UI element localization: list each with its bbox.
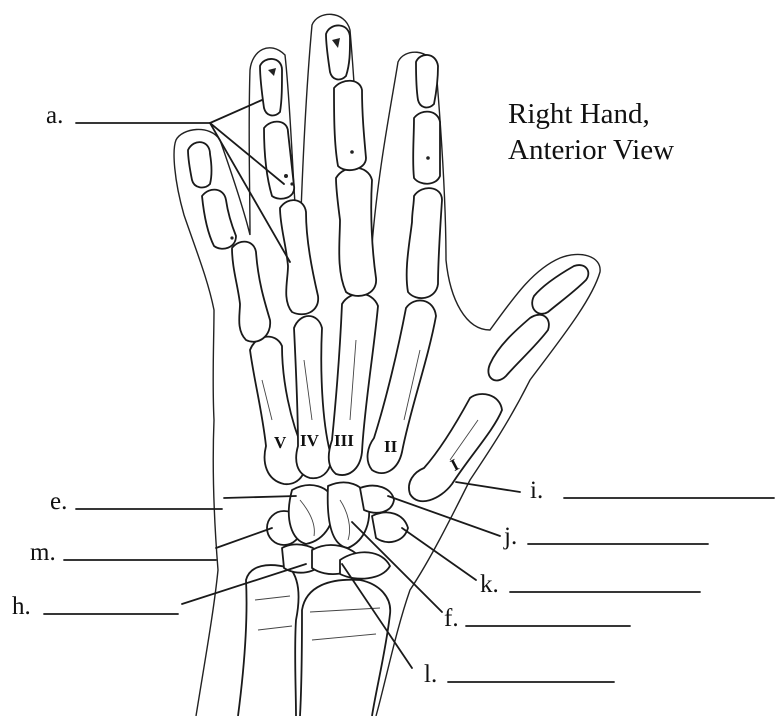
radius xyxy=(300,580,390,716)
phalanges-finger-II xyxy=(407,55,442,298)
metacarpal-IV xyxy=(294,316,331,478)
forearm-bones xyxy=(238,565,390,716)
title-line-2: Anterior View xyxy=(508,132,674,168)
leader-i xyxy=(456,482,520,492)
leader-m xyxy=(216,528,272,548)
label-i: i. xyxy=(530,478,543,503)
title-line-1: Right Hand, xyxy=(508,96,674,132)
numeral-III: III xyxy=(334,431,354,450)
metacarpals xyxy=(250,294,502,501)
metacarpal-I xyxy=(409,394,502,501)
diagram-title: Right Hand, Anterior View xyxy=(508,96,674,168)
label-f: f. xyxy=(444,606,459,631)
label-e: e. xyxy=(50,489,67,514)
metacarpal-II xyxy=(368,300,436,473)
leader-a-1 xyxy=(210,100,262,123)
scaphoid xyxy=(340,552,390,578)
numeral-II: II xyxy=(384,437,398,456)
label-k: k. xyxy=(480,572,499,597)
leader-k xyxy=(402,528,476,580)
phalanges-finger-III xyxy=(326,25,376,295)
trapezoid xyxy=(360,486,394,513)
label-h: h. xyxy=(12,594,31,619)
numeral-IV: IV xyxy=(300,431,320,450)
numeral-V: V xyxy=(274,433,287,452)
label-l: l. xyxy=(424,662,437,687)
ulna xyxy=(238,565,298,716)
label-j: j. xyxy=(504,524,517,549)
leader-e xyxy=(224,496,296,498)
label-m: m. xyxy=(30,540,56,565)
phalanges-thumb xyxy=(488,265,588,380)
label-a: a. xyxy=(46,103,63,128)
trapezium xyxy=(372,512,408,542)
phalanges-finger-V xyxy=(188,142,270,342)
